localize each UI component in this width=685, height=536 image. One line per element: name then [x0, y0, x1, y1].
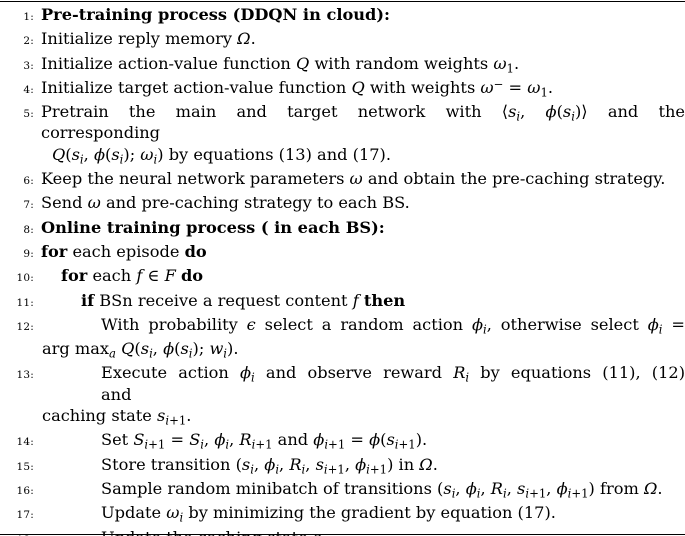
- line-number: 13: [0, 365, 34, 386]
- line-content: Initialize action-value function Q with …: [41, 53, 520, 75]
- line-content: if BSn receive a request content f then: [81, 290, 406, 310]
- algorithm-line-3: 3 Initialize action-value function Q wit…: [0, 53, 685, 77]
- algorithm-line-16: 16 Sample random minibatch of transition…: [0, 478, 685, 502]
- algorithm-line-12: 12 With probability ϵ select a random ac…: [0, 314, 685, 338]
- line-content: Send ω and pre-caching strategy to each …: [41, 193, 410, 213]
- line-number: 3: [0, 56, 34, 77]
- line-content: arg maxa Q(si, ϕ(si); wi).: [42, 339, 239, 361]
- algorithm-line-8: 8 Online training process ( in each BS):: [0, 217, 685, 241]
- algorithm-line-17: 17 Update ωi by minimizing the gradient …: [0, 502, 685, 526]
- line-number: 11: [0, 293, 34, 314]
- line-number: 6: [0, 171, 34, 192]
- algorithm-line-6: 6 Keep the neural network parameters ω a…: [0, 168, 685, 192]
- line-content: Store transition (si, ϕi, Ri, si+1, ϕi+1…: [101, 454, 438, 476]
- line-content: for each f ∈ F do: [61, 266, 204, 286]
- line-content: With probability ϵ select a random actio…: [101, 314, 685, 337]
- line-number: 16: [0, 481, 34, 502]
- algorithm-line-5-continuation: Q(si, ϕ(si); ωi) by equations (13) and (…: [0, 144, 685, 168]
- algorithm-line-13-continuation: caching state si+1.: [0, 405, 685, 429]
- algorithm-line-7: 7 Send ω and pre-caching strategy to eac…: [0, 192, 685, 216]
- line-content: Sample random minibatch of transitions (…: [101, 478, 663, 501]
- line-content: Set Si+1 = Si, ϕi, Ri+1 and ϕi+1 = ϕ(si+…: [101, 430, 428, 452]
- line-number: 18: [0, 530, 34, 536]
- algorithm-line-12-continuation: arg maxa Q(si, ϕ(si); wi).: [0, 338, 685, 362]
- top-horizontal-rule: [0, 1, 685, 2]
- line-number: 12: [0, 317, 34, 338]
- line-number: 4: [0, 80, 34, 101]
- algorithm-line-15: 15 Store transition (si, ϕi, Ri, si+1, ϕ…: [0, 454, 685, 478]
- line-number: 8: [0, 220, 34, 241]
- bottom-horizontal-rule: [0, 534, 685, 535]
- line-content: Online training process ( in each BS):: [41, 217, 385, 237]
- line-number: 5: [0, 104, 34, 125]
- algorithm-lines: 1 Pre-training process (DDQN in cloud): …: [0, 4, 685, 536]
- algorithm-line-10: 10 for each f ∈ F do: [0, 265, 685, 289]
- line-content: Initialize reply memory Ω.: [41, 29, 256, 49]
- line-number: 9: [0, 244, 34, 265]
- line-number: 1: [0, 7, 34, 28]
- algorithm-line-13: 13 Execute action ϕi and observe reward …: [0, 362, 685, 405]
- algorithm-line-5: 5 Pretrain the main and target network w…: [0, 101, 685, 144]
- line-number: 17: [0, 505, 34, 526]
- line-content: caching state si+1.: [42, 406, 192, 428]
- line-content: Initialize target action-value function …: [41, 76, 554, 100]
- line-number: 15: [0, 457, 34, 478]
- line-content: for each episode do: [41, 241, 207, 261]
- algorithm-line-9: 9 for each episode do: [0, 241, 685, 265]
- line-content: Pre-training process (DDQN in cloud):: [41, 5, 391, 24]
- line-number: 10: [0, 268, 34, 289]
- line-content: Execute action ϕi and observe reward Ri …: [101, 363, 685, 404]
- line-content: Keep the neural network parameters ω and…: [41, 169, 666, 189]
- line-content: Q(si, ϕ(si); ωi) by equations (13) and (…: [52, 144, 392, 167]
- algorithm-line-11: 11 if BSn receive a request content f th…: [0, 290, 685, 314]
- line-content: Update ωi by minimizing the gradient by …: [101, 503, 556, 525]
- algorithm-line-2: 2 Initialize reply memory Ω.: [0, 28, 685, 52]
- algorithm-line-14: 14 Set Si+1 = Si, ϕi, Ri+1 and ϕi+1 = ϕ(…: [0, 429, 685, 453]
- line-number: 2: [0, 31, 34, 52]
- algorithm-line-1: 1 Pre-training process (DDQN in cloud):: [0, 4, 685, 28]
- algorithm-line-4: 4 Initialize target action-value functio…: [0, 77, 685, 101]
- line-number: 7: [0, 195, 34, 216]
- line-number: 14: [0, 432, 34, 453]
- line-content: Pretrain the main and target network wit…: [41, 102, 685, 143]
